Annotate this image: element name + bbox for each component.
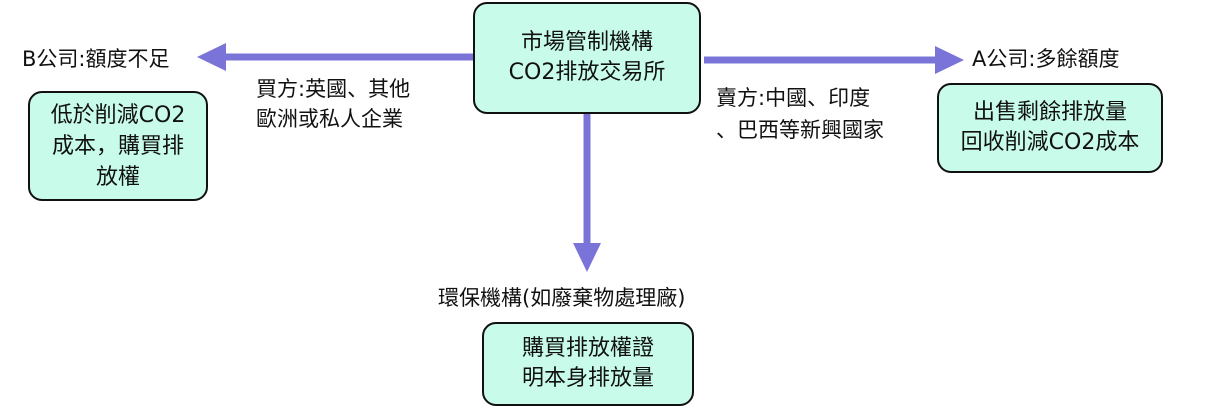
b-company-heading: B公司:額度不足 <box>22 47 170 71</box>
a-company-box-text: 出售剩餘排放量 回收削減CO2成本 <box>960 100 1140 155</box>
environmental-agency-box-text: 購買排放權證 明本身排放量 <box>521 336 654 391</box>
arrow-head-left <box>197 43 226 71</box>
arrow-head-down <box>573 243 601 272</box>
a-company-heading: A公司:多餘額度 <box>972 47 1120 71</box>
exchange-box-text: 市場管制機構 CO2排放交易所 <box>508 30 666 85</box>
exchange-box: 市場管制機構 CO2排放交易所 <box>473 2 701 114</box>
a-company-box: 出售剩餘排放量 回收削減CO2成本 <box>937 83 1163 173</box>
b-company-box-text: 低於削減CO2 成本，購買排 放權 <box>50 102 186 190</box>
seller-label: 賣方:中國、印度 、巴西等新興國家 <box>716 86 884 142</box>
environmental-agency-heading: 環保機構(如廢棄物處理廠) <box>438 286 686 310</box>
b-company-box: 低於削減CO2 成本，購買排 放權 <box>28 91 208 201</box>
arrow-head-right <box>935 46 964 74</box>
buyer-label: 買方:英國、其他 歐洲或私人企業 <box>256 77 411 131</box>
environmental-agency-box: 購買排放權證 明本身排放量 <box>482 322 694 406</box>
